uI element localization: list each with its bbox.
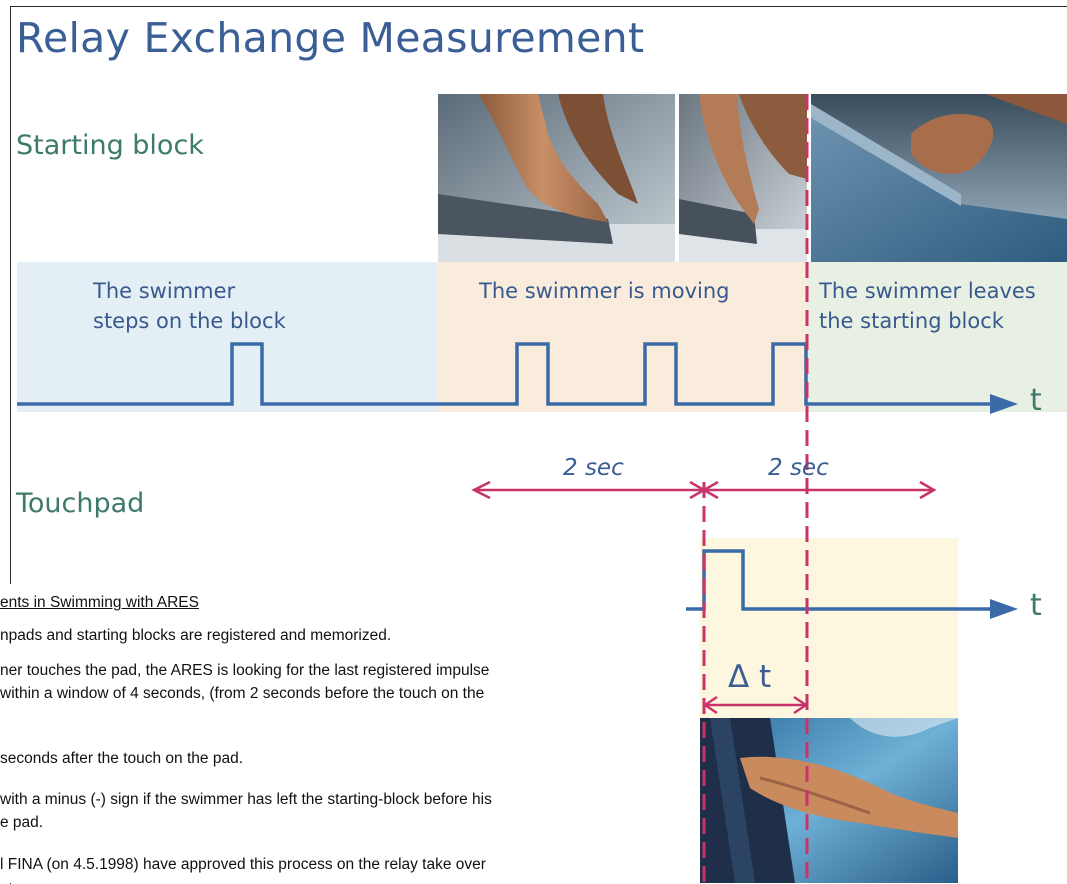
phase-leaves-block: The swimmer leaves the starting block: [819, 276, 1036, 336]
zone-moving: [437, 262, 807, 412]
starting-block-signal: [17, 342, 1000, 406]
section-touchpad: Touchpad: [16, 488, 145, 519]
photo-hand-touchpad: [700, 718, 958, 883]
phase-leaves-line2: the starting block: [819, 309, 1004, 333]
doc-line: with a minus (-) sign if the swimmer has…: [0, 791, 492, 808]
doc-line: within a window of 4 seconds, (from 2 se…: [0, 685, 485, 702]
starting-block-axis-arrowhead: [990, 394, 1018, 414]
doc-line: l FINA (on 4.5.1998) have approved this …: [0, 856, 486, 873]
delta-t-label: Δ t: [728, 659, 772, 695]
document-overlay: ents in Swimming with ARES npads and sta…: [0, 584, 686, 883]
window-after-label: 2 sec: [768, 455, 829, 481]
doc-heading: ents in Swimming with ARES: [0, 594, 199, 611]
zone-leaves-block: [807, 262, 1067, 412]
slide-frame: [10, 6, 1067, 884]
phase-leaves-line1: The swimmer leaves: [819, 279, 1036, 303]
touchpad-axis-arrowhead: [990, 599, 1018, 619]
section-starting-block: Starting block: [16, 130, 204, 161]
doc-line: e pad.: [0, 814, 44, 831]
page-title: Relay Exchange Measurement: [16, 14, 645, 62]
phase-steps-on-line2: steps on the block: [93, 309, 286, 333]
photo-leaving-block: [811, 94, 1067, 262]
touchpad-signal: [686, 549, 1000, 611]
zone-steps-on-block: [17, 262, 437, 412]
photo-feet-on-block-1: [438, 94, 675, 262]
photo-feet-on-block-2: [679, 94, 807, 262]
doc-line: seconds after the touch on the pad.: [0, 750, 244, 767]
window-before-label: 2 sec: [563, 455, 624, 481]
phase-steps-on-block: The swimmer steps on the block: [93, 276, 286, 336]
touchpad-axis-label: t: [1030, 588, 1042, 623]
phase-moving: The swimmer is moving: [479, 279, 730, 303]
phase-steps-on-line1: The swimmer: [93, 279, 236, 303]
doc-line: npads and starting blocks are registered…: [0, 627, 392, 644]
starting-block-axis-label: t: [1030, 383, 1042, 418]
doc-line: ner touches the pad, the ARES is looking…: [0, 662, 490, 679]
